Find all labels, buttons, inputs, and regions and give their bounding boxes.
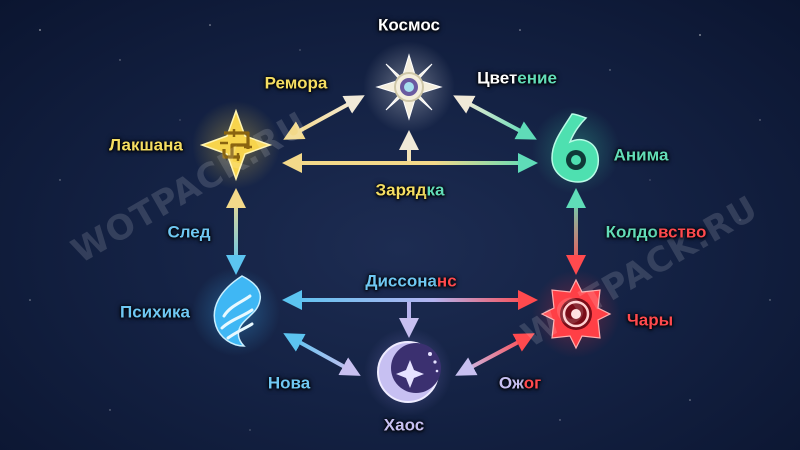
link-label-tsvetenie-part-2: ение	[517, 68, 557, 88]
link-label-ozhog-part-2: ог	[523, 373, 542, 393]
red-target-icon	[532, 270, 620, 358]
node-label-anima: Анима	[613, 145, 669, 165]
purple-crescent-star-icon	[364, 328, 452, 416]
green-leaf-swirl-icon	[532, 106, 620, 194]
link-label-dissonans-part-2: нс	[436, 271, 457, 291]
blue-flame-icon	[192, 268, 280, 356]
arrow-dissonans	[282, 290, 538, 338]
star-compass-icon	[363, 41, 455, 133]
node-label-psihika: Психика	[120, 302, 190, 322]
arrow-nova	[283, 333, 361, 376]
link-label-ozhog: Ожог	[499, 375, 541, 392]
link-label-zaryadka-part-1: Заряд	[375, 180, 427, 200]
golden-knot-icon	[192, 101, 280, 189]
link-label-remora: Ремора	[264, 73, 328, 93]
link-label-koldovstvo-part-1: Колдо	[605, 222, 658, 242]
link-label-dissonans-part-1: Диссона	[365, 271, 437, 291]
arrow-ozhog	[455, 333, 535, 376]
link-label-koldovstvo: Колдовство	[606, 224, 707, 241]
star-field	[29, 24, 771, 431]
link-label-zaryadka: Зарядка	[376, 182, 445, 199]
arrow-tsvetenie	[453, 95, 537, 140]
node-label-haos: Хаос	[383, 415, 425, 435]
node-label-chary: Чары	[626, 310, 674, 330]
link-label-ozhog-part-1: Ож	[498, 373, 524, 393]
link-label-tsvetenie: Цветение	[477, 70, 557, 87]
node-label-kosmos: Космос	[378, 15, 440, 35]
link-label-zaryadka-part-2: ка	[426, 180, 445, 200]
link-label-koldovstvo-part-2: вство	[657, 222, 707, 242]
link-label-tsvetenie-part-1: Цвет	[477, 68, 518, 88]
arrow-remora	[283, 95, 365, 140]
link-label-dissonans: Диссонанс	[365, 273, 456, 290]
node-label-laksana: Лакшана	[109, 135, 183, 155]
arrow-zaryadka	[282, 130, 538, 173]
link-label-sled: След	[167, 222, 211, 242]
link-label-nova: Нова	[267, 373, 311, 393]
